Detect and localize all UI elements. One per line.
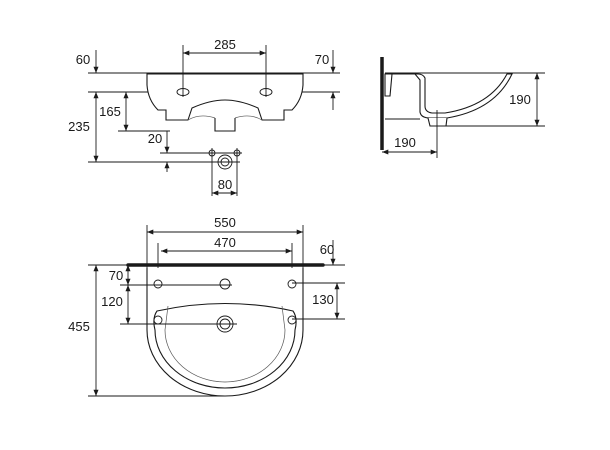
basin-side-section [385,73,513,119]
dimension-label-190-vertical: 190 [509,92,531,107]
dimension-label-470: 470 [214,235,236,250]
tap-hole [219,278,231,290]
dimension-label-60: 60 [76,52,90,67]
dimension-label-70: 70 [315,52,329,67]
top-view: 550 470 60 70 120 130 455 [68,215,345,397]
fixing-hole-right [287,279,297,289]
wall-bracket [384,73,393,97]
dimension-label-550: 550 [214,215,236,230]
dimension-label-70: 70 [109,268,123,283]
basin-bowl-outline [153,302,297,389]
waste-spigot-side [427,117,448,127]
front-view: 285 60 70 165 235 20 80 [68,37,340,196]
waste-outlet-inner [220,157,230,167]
waste-outlet [217,154,233,170]
fixing-hole-left [153,279,163,289]
basin-underside-contour [187,115,263,121]
dimension-label-235: 235 [68,119,90,134]
dimension-label-130: 130 [312,292,334,307]
basin-front-outline [146,73,304,121]
dimension-label-455: 455 [68,319,90,334]
side-view: 190 190 [380,57,545,158]
overflow-mark-right [287,315,297,325]
dimension-label-120: 120 [101,294,123,309]
waste-spigot [214,118,236,132]
dimension-label-165: 165 [99,104,121,119]
dimension-label-285: 285 [214,37,236,52]
dimension-label-20: 20 [148,131,162,146]
bowl-inner-contour [164,305,286,383]
dimension-label-60: 60 [320,242,334,257]
dimension-label-80: 80 [218,177,232,192]
dimension-label-190-horizontal: 190 [394,135,416,150]
